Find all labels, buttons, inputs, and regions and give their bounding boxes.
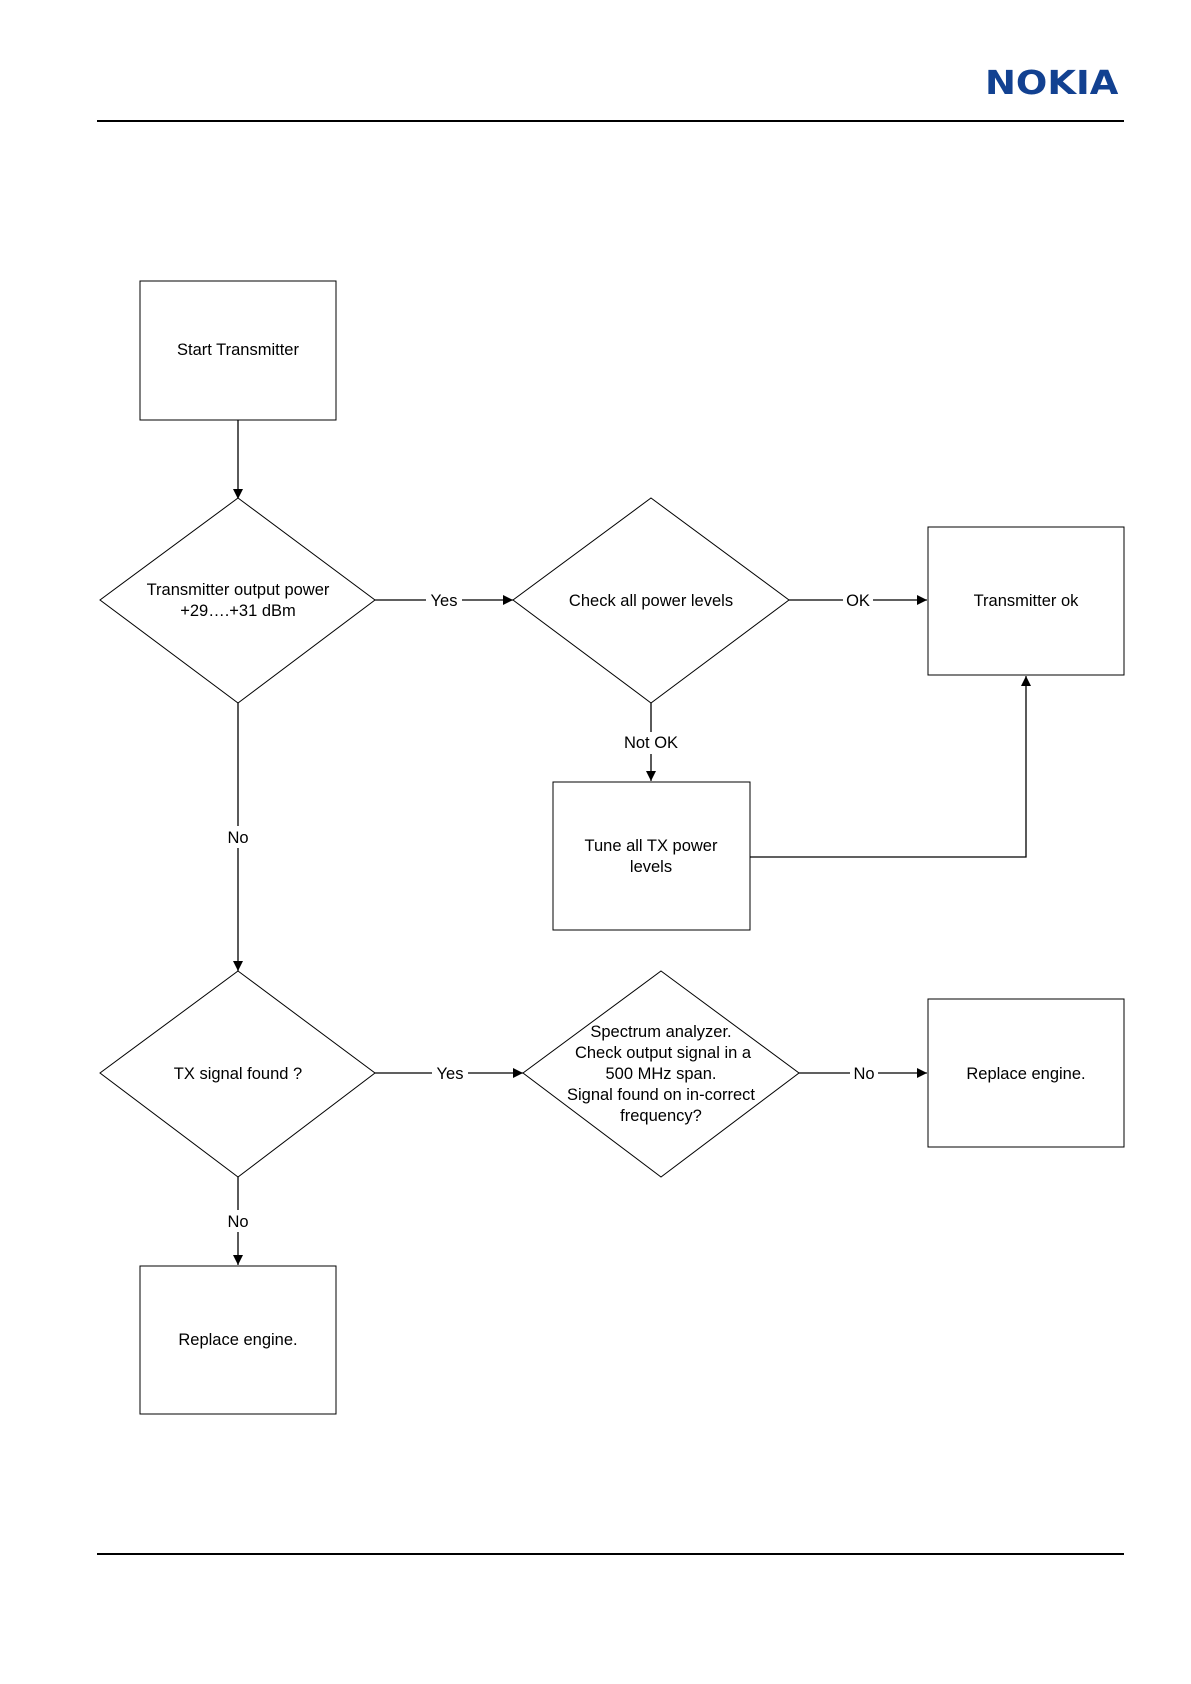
node-start-transmitter: Start Transmitter (140, 281, 336, 420)
node-spectrum-decision: Spectrum analyzer. Check output signal i… (523, 971, 799, 1177)
node-output-power-line-2: +29….+31 dBm (180, 602, 296, 620)
node-tune-levels-line-1: Tune all TX power (585, 837, 718, 855)
node-spectrum-line-4: Signal found on in-correct (567, 1086, 755, 1104)
edge-label-signal-yes: Yes (437, 1065, 464, 1083)
node-transmitter-ok-label: Transmitter ok (974, 592, 1080, 610)
edge-label-power-yes: Yes (431, 592, 458, 610)
node-replace-right-label: Replace engine. (966, 1065, 1085, 1083)
node-spectrum-line-1: Spectrum analyzer. (590, 1023, 731, 1041)
node-tx-signal-decision: TX signal found ? (100, 971, 375, 1177)
node-start-label: Start Transmitter (177, 341, 299, 359)
node-tune-levels: Tune all TX power levels (553, 782, 750, 930)
node-output-power-decision: Transmitter output power +29….+31 dBm (100, 498, 375, 703)
node-tx-signal-label: TX signal found ? (174, 1065, 302, 1083)
node-spectrum-line-3: 500 MHz span. (606, 1065, 717, 1083)
node-check-levels-label: Check all power levels (569, 592, 733, 610)
node-replace-engine-bottom: Replace engine. (140, 1266, 336, 1414)
node-replace-engine-right: Replace engine. (928, 999, 1124, 1147)
edge-label-levels-not-ok: Not OK (624, 734, 678, 752)
edge-label-spectrum-no: No (853, 1065, 874, 1083)
node-spectrum-line-5: frequency? (620, 1107, 702, 1125)
node-transmitter-ok: Transmitter ok (928, 527, 1124, 675)
node-output-power-line-1: Transmitter output power (147, 581, 330, 599)
edge-label-power-no: No (227, 829, 248, 847)
node-tune-levels-line-2: levels (630, 858, 672, 876)
node-check-levels-decision: Check all power levels (513, 498, 789, 703)
node-spectrum-line-2: Check output signal in a (575, 1044, 752, 1062)
node-replace-bottom-label: Replace engine. (178, 1331, 297, 1349)
edge-label-signal-no: No (227, 1213, 248, 1231)
edge-tune-to-ok (750, 676, 1026, 857)
edge-label-levels-ok: OK (846, 592, 870, 610)
